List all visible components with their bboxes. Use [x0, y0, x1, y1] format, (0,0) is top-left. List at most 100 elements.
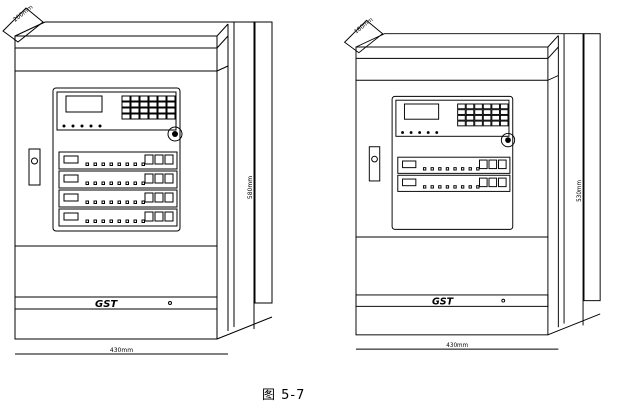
indicator-led	[418, 131, 422, 134]
zone-module	[397, 156, 511, 174]
module-button	[488, 159, 498, 170]
keypad-key	[157, 107, 167, 114]
gst-logo: GST	[432, 296, 455, 307]
lock-icon	[31, 157, 38, 165]
module-led	[93, 219, 97, 223]
module-button	[164, 211, 174, 222]
keypad-key	[139, 107, 149, 114]
keypad-key	[166, 107, 176, 114]
keypad-key	[139, 95, 149, 102]
height-dimension-label: 580mm	[247, 176, 254, 199]
module-button	[479, 177, 488, 188]
module-button	[144, 192, 154, 203]
lcd-display	[65, 95, 103, 113]
keypad-key	[148, 95, 158, 102]
module-button	[144, 154, 154, 165]
depth-dimension-box	[2, 7, 44, 43]
zone-module	[58, 170, 178, 189]
indicator-led	[401, 131, 404, 134]
side-panel	[254, 21, 273, 304]
module-button	[498, 177, 507, 188]
module-led	[422, 167, 427, 171]
front-face	[14, 35, 218, 340]
module-led	[117, 181, 121, 185]
keypad-key	[465, 109, 475, 115]
module-led	[125, 219, 129, 223]
keypad-key	[457, 109, 466, 115]
module-led	[468, 185, 472, 189]
keypad-key	[482, 103, 492, 110]
module-led	[133, 219, 137, 223]
module-led	[453, 167, 457, 171]
module-led	[85, 200, 89, 204]
module-led	[430, 167, 434, 171]
module-led	[422, 185, 427, 189]
indicator-led	[426, 131, 430, 134]
keypad-key	[130, 101, 140, 108]
keypad-key	[482, 114, 492, 121]
keypad-key	[157, 101, 167, 108]
module-led	[141, 219, 145, 223]
keypad-key	[474, 103, 483, 110]
key-switch-icon	[505, 137, 511, 143]
module-led	[85, 181, 89, 185]
keypad-key	[130, 95, 140, 102]
depth-dimension-box	[343, 19, 384, 54]
module-led	[141, 162, 145, 166]
trim-edge	[216, 35, 229, 49]
lcd-display	[403, 103, 440, 120]
keypad-key	[121, 101, 131, 108]
keypad-key	[166, 95, 176, 102]
module-led	[460, 167, 465, 171]
trim-edge	[547, 46, 559, 59]
module-led	[93, 200, 97, 204]
module-display	[63, 193, 79, 202]
keypad-key	[139, 101, 149, 108]
module-led	[133, 162, 137, 166]
keypad-key	[499, 114, 509, 121]
keypad-key	[491, 120, 500, 127]
module-led	[430, 185, 434, 189]
side-divider	[216, 65, 229, 72]
keypad-key	[482, 120, 492, 127]
module-button	[154, 211, 164, 222]
module-led	[93, 162, 97, 166]
indicator-led	[435, 131, 439, 134]
logo-band	[355, 294, 549, 307]
module-led	[125, 200, 129, 204]
key-switch	[500, 132, 516, 148]
module-led	[133, 200, 137, 204]
door-handle	[368, 146, 381, 182]
keypad-key	[491, 109, 500, 115]
keypad-key	[457, 103, 466, 110]
zone-module	[58, 151, 178, 170]
module-display	[63, 212, 79, 221]
module-led	[93, 181, 97, 185]
indicator-led	[98, 124, 102, 128]
module-led	[109, 219, 113, 223]
zone-module	[58, 189, 178, 208]
module-led	[109, 162, 113, 166]
module-led	[117, 219, 121, 223]
keypad-key	[157, 113, 167, 120]
module-led	[109, 200, 113, 204]
indicator-led	[89, 124, 93, 128]
module-display	[402, 160, 417, 169]
keypad-key	[474, 114, 483, 121]
depth-dimension-label: 180mm	[354, 17, 375, 36]
keypad-key	[121, 95, 131, 102]
keypad-key	[148, 101, 158, 108]
module-led	[101, 162, 105, 166]
gst-logo: GST	[95, 299, 118, 310]
keypad-key	[457, 114, 466, 121]
module-led	[125, 162, 129, 166]
module-led	[438, 167, 442, 171]
module-led	[125, 181, 129, 185]
figure-caption: 图 5-7	[262, 388, 306, 403]
screw-icon	[168, 301, 172, 305]
module-button	[164, 173, 174, 184]
logo-band	[14, 296, 218, 310]
side-top-edge	[547, 35, 559, 48]
keypad-key	[491, 114, 500, 121]
